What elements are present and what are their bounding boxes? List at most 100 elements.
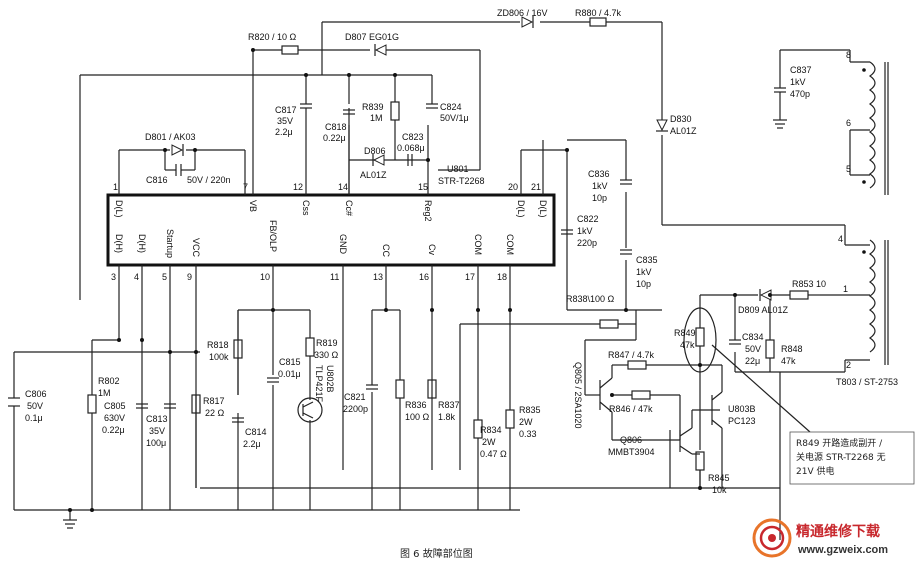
r838-wiring [459, 310, 637, 470]
d807-label: D807 EG01G [345, 32, 399, 42]
pin-4-name: D(H) [137, 234, 147, 253]
pin-12-number: 12 [293, 182, 303, 192]
c834-label: C834 [742, 332, 764, 342]
c834-voltage: 50V [745, 344, 761, 354]
r836-resistor [395, 379, 405, 399]
zd806-label: ZD806 / 16V [497, 8, 548, 18]
ic-ref: U801 [447, 164, 469, 174]
r817-value: 22 Ω [205, 408, 225, 418]
pin-17-name: COM [473, 234, 483, 255]
c813-voltage: 35V [149, 426, 165, 436]
t803-pin-8: 8 [846, 50, 851, 60]
r845-label: R845 [708, 473, 730, 483]
d801-label: D801 / AK03 [145, 132, 196, 142]
c805-value: 0.22μ [102, 425, 125, 435]
r802-value: 1M [98, 388, 111, 398]
note-line-2: 关电源 STR-T2268 无 [796, 451, 886, 463]
note-box [789, 431, 915, 485]
d830-symbol [656, 100, 668, 132]
r819-value: 330 Ω [314, 350, 339, 360]
pin-9-number: 9 [187, 272, 192, 282]
r848-resistor [765, 339, 775, 359]
r849-value: 47k [680, 340, 695, 350]
c821-capacitor [366, 384, 378, 390]
c837-label: C837 [790, 65, 812, 75]
pin-3-name: D(H) [114, 234, 124, 253]
r818-value: 100k [209, 352, 229, 362]
pin-11-name: GND [338, 234, 348, 255]
pin-9-name: VCC [191, 238, 201, 258]
d809-label: D809 AL01Z [738, 305, 789, 315]
c813-capacitor [164, 403, 176, 409]
r838-label: R838\100 Ω [566, 294, 615, 304]
c806-label: C806 [25, 389, 47, 399]
pin-20-number: 20 [508, 182, 518, 192]
r848-value: 47k [781, 356, 796, 366]
q806-value: MMBT3904 [608, 447, 655, 457]
c837-value: 470p [790, 89, 810, 99]
c815-label: C815 [279, 357, 301, 367]
pin-15-number: 15 [418, 182, 428, 192]
r835-label: R835 [519, 405, 541, 415]
r817-resistor [191, 394, 201, 414]
r834-label: R834 [480, 425, 502, 435]
c821-label: C821 [344, 392, 366, 402]
zd806-symbol [521, 16, 534, 28]
r849-highlight-ellipse [683, 307, 717, 373]
c806-voltage: 50V [27, 401, 43, 411]
r820-label: R820 / 10 Ω [248, 32, 297, 42]
c816-value: 50V / 220n [187, 175, 231, 185]
t803-label: T803 / ST-2753 [836, 377, 898, 387]
c836-capacitor [620, 179, 632, 185]
r836-label: R836 [405, 400, 427, 410]
r837-resistor [427, 379, 437, 399]
c837-capacitor [773, 49, 850, 129]
d807-symbol [374, 44, 387, 56]
u803b-label: U803B [728, 404, 756, 414]
pin-1-number: 1 [113, 182, 118, 192]
c822-label: C822 [577, 214, 599, 224]
c814-value: 2.2μ [243, 439, 261, 449]
r839-resistor [390, 101, 400, 121]
d830-label: D830 [670, 114, 692, 124]
pin-5-number: 5 [162, 272, 167, 282]
r819-label: R819 [316, 338, 338, 348]
c818-capacitor [343, 109, 355, 115]
c835-capacitor [620, 249, 632, 255]
r835-voltage: 2W [519, 417, 533, 427]
d830-value: AL01Z [670, 126, 697, 136]
c814-capacitor [232, 417, 244, 423]
pin-5-name: Startup [165, 229, 175, 258]
pin-18-number: 18 [497, 272, 507, 282]
c813-label: C813 [146, 414, 168, 424]
note-leader-line [711, 344, 811, 433]
r817-label: R817 [203, 396, 225, 406]
r819-resistor [305, 337, 315, 357]
r834-voltage: 2W [482, 437, 496, 447]
r837-label: R837 [438, 400, 460, 410]
c823-value: 0.068μ [397, 143, 425, 153]
c824-value: 50V/1μ [440, 113, 469, 123]
pin-18-name: COM [505, 234, 515, 255]
r848-label: R848 [781, 344, 803, 354]
pin-21-name: D(L) [538, 200, 548, 218]
pin-20-name: D(L) [516, 200, 526, 218]
c806-capacitor [8, 397, 20, 407]
c823-capacitor [407, 154, 413, 166]
d801-symbol [171, 144, 184, 156]
c818-label: C818 [325, 122, 347, 132]
pin-10-name: FB/OLP [268, 220, 278, 252]
c822-voltage: 1kV [577, 226, 593, 236]
d806-label: D806 [364, 146, 386, 156]
r834-value: 0.47 Ω [480, 449, 507, 459]
t803-pin-1: 1 [843, 284, 848, 294]
transformer-t803 [820, 50, 889, 372]
c815-capacitor [267, 377, 279, 383]
junction-dots [68, 48, 772, 512]
pin-17-number: 17 [465, 272, 475, 282]
c837-voltage: 1kV [790, 77, 806, 87]
r845-value: 10k [712, 485, 727, 495]
t803-pin-6: 6 [846, 118, 851, 128]
c817-voltage: 35V [277, 116, 293, 126]
ic-u801-body [106, 193, 556, 267]
